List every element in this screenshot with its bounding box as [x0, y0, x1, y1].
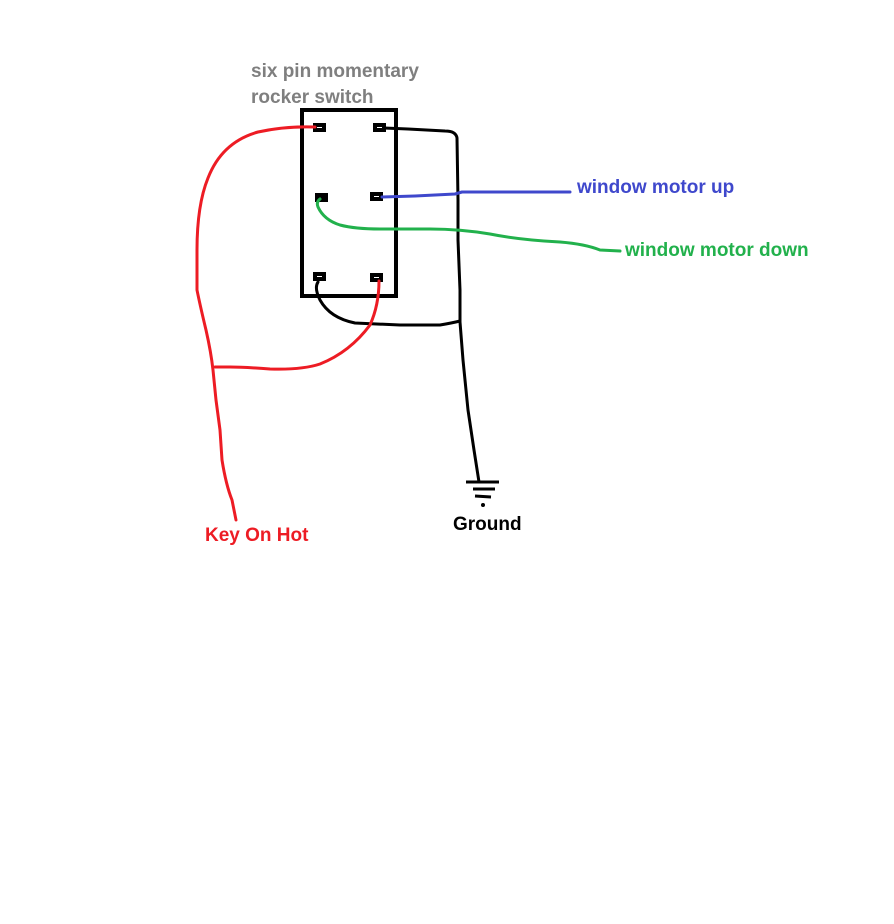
label-window-motor-down: window motor down: [625, 240, 809, 261]
pin-top-right: [373, 123, 386, 132]
black-wire-top-right-to-ground: [382, 126, 481, 484]
switch-title-line-2: rocker switch: [251, 87, 374, 108]
pin-bottom-left: [313, 272, 326, 281]
switch-title-line-1: six pin momentary: [251, 61, 419, 82]
label-key-on-hot: Key On Hot: [205, 525, 309, 546]
green-wire-motor-down: [315, 197, 622, 253]
ground-symbol-icon: [466, 480, 499, 507]
red-wire-branch-to-bottom-right: [213, 279, 381, 371]
red-wire-key-on-hot: [195, 125, 317, 522]
switch-pins: [313, 123, 386, 282]
label-ground: Ground: [453, 514, 522, 535]
black-wire-bottom-left-to-ground: [314, 280, 462, 327]
rocker-switch-body: [300, 108, 398, 298]
pin-top-left: [313, 123, 326, 132]
blue-wire-motor-up: [380, 190, 572, 199]
pin-middle-left: [315, 193, 328, 202]
pin-middle-right: [370, 192, 383, 201]
pin-bottom-right: [370, 273, 383, 282]
label-window-motor-up: window motor up: [577, 177, 735, 198]
